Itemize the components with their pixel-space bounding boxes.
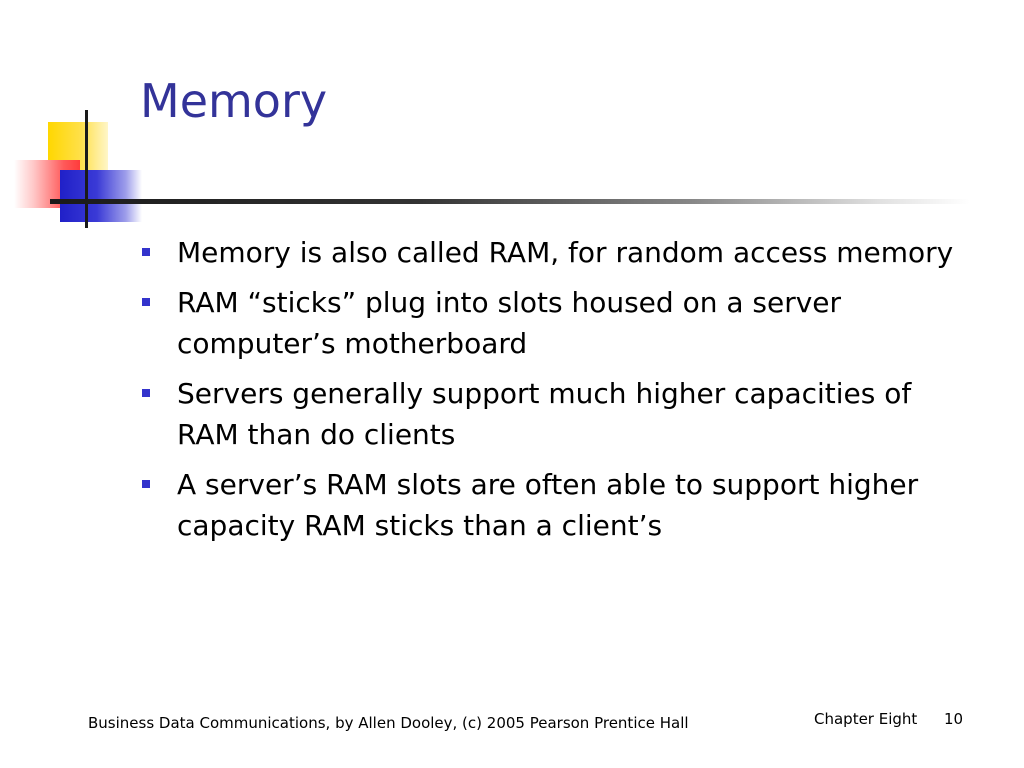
- square-bullet-icon: [142, 298, 150, 306]
- bullet-text: RAM “sticks” plug into slots housed on a…: [177, 286, 842, 360]
- square-bullet-icon: [142, 389, 150, 397]
- decorative-vertical-line: [85, 110, 88, 228]
- footer-page-number: 10: [944, 710, 964, 728]
- bullet-item: Memory is also called RAM, for random ac…: [140, 232, 980, 273]
- bullet-text: Memory is also called RAM, for random ac…: [177, 236, 954, 269]
- square-bullet-icon: [142, 480, 150, 488]
- bullet-list: Memory is also called RAM, for random ac…: [140, 232, 980, 555]
- title-underline-divider: [50, 199, 970, 204]
- footer-source: Business Data Communications, by Allen D…: [88, 714, 689, 732]
- footer-chapter: Chapter Eight: [814, 710, 918, 728]
- square-bullet-icon: [142, 248, 150, 256]
- decorative-blue-square: [60, 170, 142, 222]
- bullet-item: RAM “sticks” plug into slots housed on a…: [140, 282, 980, 364]
- slide-title: Memory: [140, 74, 328, 128]
- bullet-item: Servers generally support much higher ca…: [140, 373, 980, 455]
- bullet-text: Servers generally support much higher ca…: [177, 377, 912, 451]
- bullet-item: A server’s RAM slots are often able to s…: [140, 464, 980, 546]
- bullet-text: A server’s RAM slots are often able to s…: [177, 468, 919, 542]
